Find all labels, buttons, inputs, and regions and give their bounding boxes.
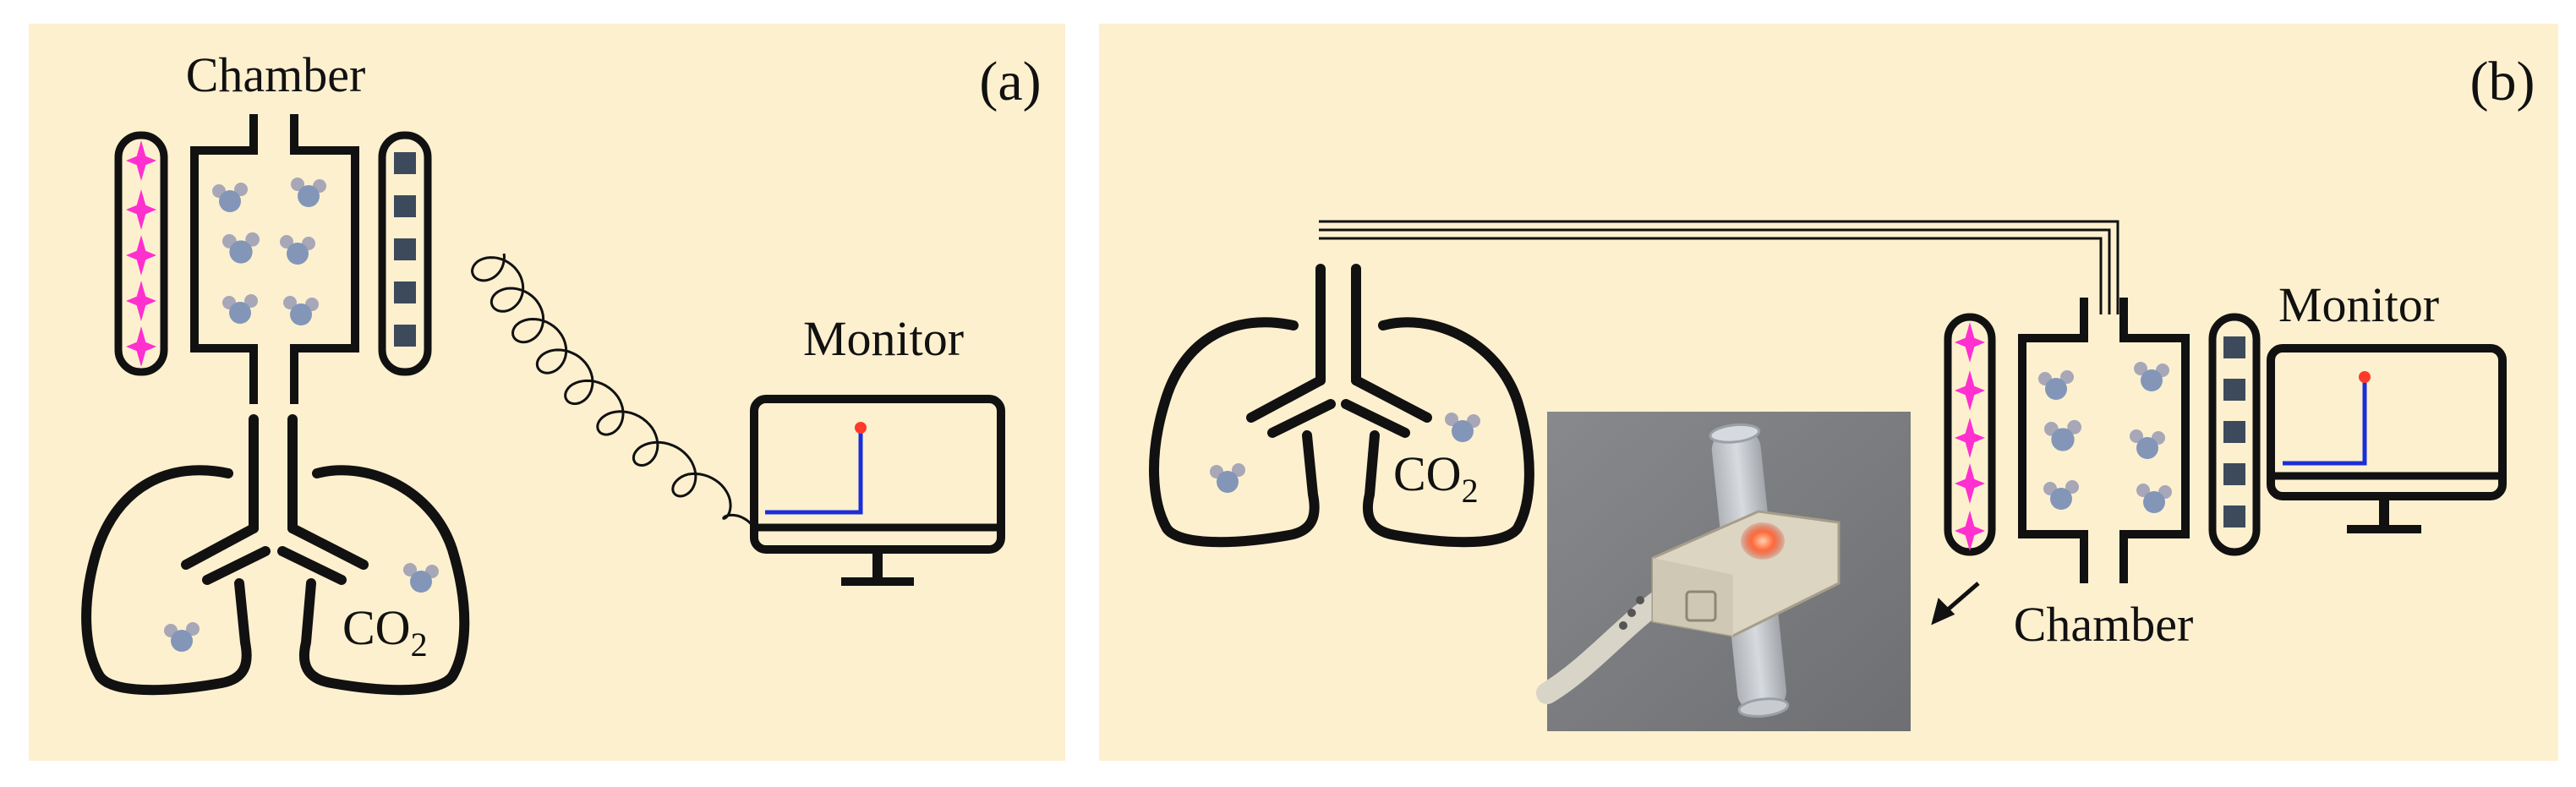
panel-a-cable-coil-icon [470, 253, 758, 532]
co2-molecule-icon [212, 183, 248, 212]
emitter-star-icon [126, 281, 156, 321]
detector-square-icon [2223, 506, 2245, 527]
co2-molecule-icon [2038, 370, 2074, 400]
panel-b-detector-icon [2208, 313, 2261, 556]
co2-molecule-icon [2043, 480, 2079, 510]
panel-b-chamber-icon [2018, 298, 2190, 583]
emitter-star-icon [126, 189, 156, 230]
panel-b: (b) Monitor Chamber CO2 [1099, 24, 2558, 761]
emitter-star-icon [1955, 463, 1985, 504]
detector-square-icon [394, 281, 416, 303]
co2-molecule-icon [280, 235, 315, 265]
panel-a-lungs-icon [81, 414, 470, 696]
emitter-star-icon [1955, 511, 1985, 551]
emitter-star-icon [1955, 370, 1985, 411]
panel-b-chamber-label: Chamber [2014, 597, 2194, 652]
panel-b-monitor-label: Monitor [2278, 277, 2439, 332]
co2-molecule-icon [1210, 463, 1245, 493]
detector-square-icon [2223, 421, 2245, 443]
co2-molecule-icon [283, 296, 319, 325]
co2-molecule-icon [403, 563, 439, 593]
co2-molecule-icon [2134, 362, 2169, 391]
co2-molecule-icon [1445, 413, 1480, 442]
emitter-star-icon [126, 326, 156, 367]
co2-molecule-icon [164, 622, 200, 652]
emitter-star-icon [126, 140, 156, 181]
panel-a-co2-trace [765, 429, 863, 515]
detector-square-icon [394, 325, 416, 347]
panel-b-light-source-icon [1944, 313, 1996, 556]
panel-b-trace-peak [2359, 371, 2371, 383]
panel-b-lungs-icon [1149, 264, 1534, 548]
panel-a-chamber-label: Chamber [186, 47, 366, 102]
panel-a-co2-label: CO2 [342, 600, 428, 664]
co2-molecule-icon [222, 294, 258, 324]
detector-square-icon [2223, 379, 2245, 401]
detector-square-icon [394, 238, 416, 260]
co2-molecule-icon [2130, 429, 2165, 459]
co2-molecule-icon [2043, 419, 2082, 451]
detector-square-icon [2223, 336, 2245, 358]
panel-a: (a) Chamber Monitor [29, 24, 1065, 761]
panel-b-sensor-photo [1536, 412, 1911, 731]
panel-a-monitor-icon [750, 395, 1005, 586]
panel-b-co2-trace [2283, 379, 2367, 466]
co2-molecule-icon [291, 178, 326, 207]
panel-b-sampling-line [1319, 220, 2119, 314]
panel-b-co2-label: CO2 [1393, 446, 1479, 510]
detector-square-icon [394, 195, 416, 217]
panel-a-light-source-icon [114, 131, 168, 376]
panel-b-tag: (b) [2470, 51, 2535, 112]
emitter-star-icon [1955, 418, 1985, 458]
detector-square-icon [2223, 463, 2245, 485]
panel-a-trace-peak [855, 422, 867, 434]
emitter-star-icon [126, 235, 156, 276]
panel-b-monitor-icon [2267, 344, 2507, 533]
emitter-star-icon [1955, 322, 1985, 363]
panel-a-tag: (a) [979, 51, 1041, 112]
panel-a-chamber-icon [190, 114, 359, 404]
detector-square-icon [394, 152, 416, 174]
co2-molecule-icon [222, 232, 260, 264]
panel-a-detector-icon [378, 131, 432, 376]
panel-a-monitor-label: Monitor [803, 311, 964, 366]
co2-molecule-icon [2136, 484, 2172, 513]
panel-b-arrow-icon [1931, 582, 1980, 626]
